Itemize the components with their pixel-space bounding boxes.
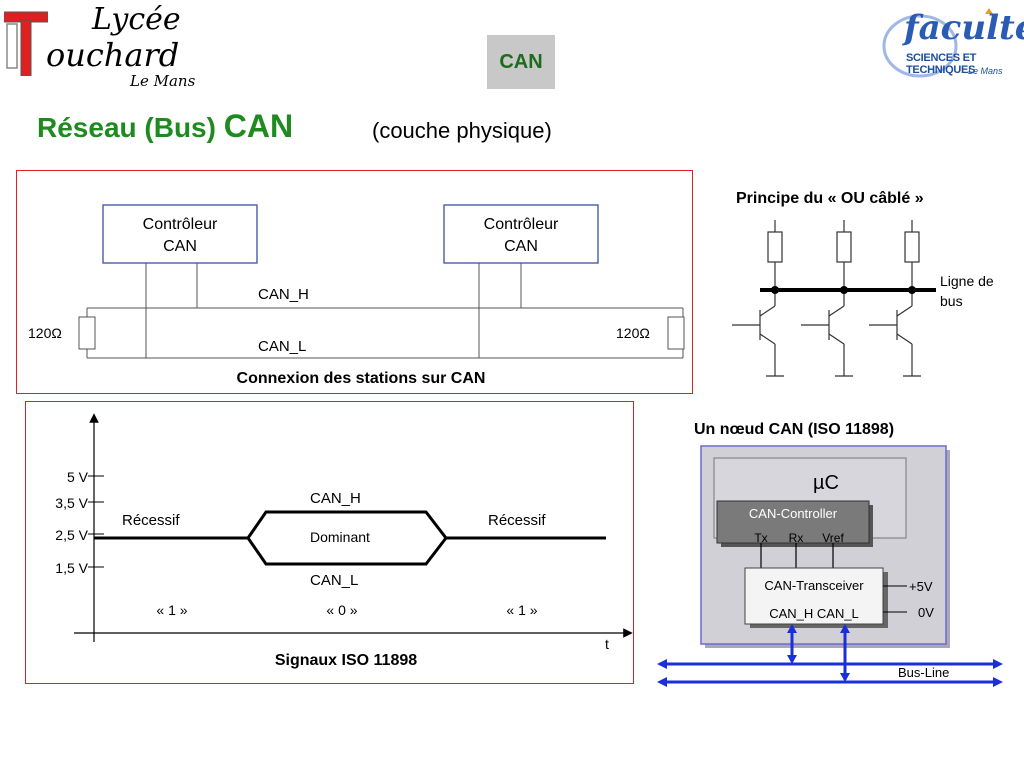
signaux-diagram: 5 V 3,5 V 2,5 V 1,5 V CAN_H Dominant CAN… xyxy=(55,413,633,669)
transceiver-pins-label: CAN_H CAN_L xyxy=(769,606,859,621)
recessif-right-label: Récessif xyxy=(488,512,546,529)
pin-vref: Vref xyxy=(822,531,844,545)
signaux-panel: 5 V 3,5 V 2,5 V 1,5 V CAN_H Dominant CAN… xyxy=(25,401,634,684)
pin-tx: Tx xyxy=(754,531,767,545)
controller1-line2: CAN xyxy=(163,238,197,255)
recessif-left-label: Récessif xyxy=(122,512,180,529)
connexion-diagram: Contrôleur CAN Contrôleur CAN 120Ω 120Ω … xyxy=(28,204,685,387)
faculte-city: Le Mans xyxy=(968,66,1003,76)
page-title: Réseau (Bus) CAN xyxy=(37,108,293,145)
resistor-left xyxy=(78,316,96,350)
y-tick-3-5v: 3,5 V xyxy=(55,495,88,511)
bit-1-left: « 1 » xyxy=(156,602,187,618)
can-l-label: CAN_L xyxy=(258,338,306,355)
signal-can-h-label: CAN_H xyxy=(310,490,361,507)
y-tick-1-5v: 1,5 V xyxy=(55,560,88,576)
controller2-line2: CAN xyxy=(504,238,538,255)
can-h-signal xyxy=(94,510,606,540)
noeud-title: Un nœud CAN (ISO 11898) xyxy=(694,421,894,438)
pin-rx: Rx xyxy=(789,531,804,545)
logo-lemans-text: Le Mans xyxy=(130,72,196,90)
can-transceiver-box xyxy=(744,567,884,625)
can-badge: CAN xyxy=(487,35,555,89)
y-tick-2-5v: 2,5 V xyxy=(55,527,88,543)
bus-label-line1: Ligne de xyxy=(940,273,994,289)
controller-box-1 xyxy=(102,204,258,264)
resistor-left-label: 120Ω xyxy=(28,325,62,341)
noeud-can-diagram: Un nœud CAN (ISO 11898) µC CAN-Controlle… xyxy=(657,421,1003,687)
faculte-word: faculté xyxy=(904,8,1024,48)
uc-label: µC xyxy=(813,472,839,494)
bus-label-line2: bus xyxy=(940,293,963,309)
can-l-signal xyxy=(246,537,448,566)
logo-lycee-text: Lycée xyxy=(92,2,181,37)
connexion-caption: Connexion des stations sur CAN xyxy=(237,370,486,387)
faculte-sub: SCIENCES ET TECHNIQUES xyxy=(906,52,977,76)
controller2-line1: Contrôleur xyxy=(484,216,559,233)
can-controller-label: CAN-Controller xyxy=(749,506,838,521)
t-letter-icon xyxy=(3,11,49,77)
title-part1: Réseau (Bus) xyxy=(37,112,224,143)
zero-v-label: 0V xyxy=(918,605,934,620)
ou-cable-diagram: Principe du « OU câblé » Ligne de bus xyxy=(732,190,994,377)
bus-line-label: Bus-Line xyxy=(898,665,949,680)
bit-1-right: « 1 » xyxy=(506,602,537,618)
bit-0: « 0 » xyxy=(326,602,357,618)
can-h-label: CAN_H xyxy=(258,286,309,303)
logo-touchard-text: ouchard xyxy=(46,36,180,74)
faculte-swoosh-icon xyxy=(882,8,993,78)
can-transceiver-label: CAN-Transceiver xyxy=(764,578,864,593)
signaux-caption: Signaux ISO 11898 xyxy=(275,652,417,669)
t-label: t xyxy=(605,636,609,652)
title-part2: CAN xyxy=(223,108,294,144)
y-tick-5v: 5 V xyxy=(67,469,89,485)
signal-can-l-label: CAN_L xyxy=(310,572,358,589)
controller1-line1: Contrôleur xyxy=(143,216,218,233)
page-subtitle: (couche physique) xyxy=(372,118,552,143)
resistor-right-label: 120Ω xyxy=(616,325,650,341)
resistor-right xyxy=(667,316,685,350)
connexion-panel: Contrôleur CAN Contrôleur CAN 120Ω 120Ω … xyxy=(16,170,693,394)
dominant-label: Dominant xyxy=(310,529,370,545)
can-controller-box xyxy=(716,500,870,544)
drop-arrows-icon xyxy=(787,624,850,682)
faculte-logo xyxy=(880,4,1024,90)
ou-cable-title: Principe du « OU câblé » xyxy=(736,190,924,207)
plus5v-label: +5V xyxy=(909,579,933,594)
lycee-logo xyxy=(3,10,49,77)
